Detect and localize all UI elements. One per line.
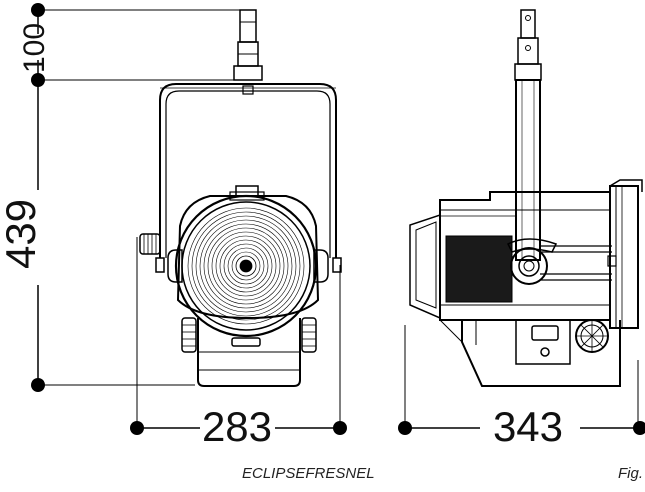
- vertical-dimension-lines: [31, 3, 240, 392]
- side-grille: [445, 235, 513, 303]
- side-lower-box: [439, 319, 621, 387]
- side-spigot: [514, 9, 542, 81]
- dimension-dot-top: [31, 3, 45, 17]
- dimension-front-width: 283: [202, 403, 272, 450]
- dimension-dot-side-left: [398, 421, 412, 435]
- model-caption: ECLIPSEFRESNEL: [242, 465, 375, 482]
- fresnel-lens: [174, 194, 318, 338]
- front-spigot: [233, 9, 263, 95]
- side-rotary-knob: [575, 319, 609, 353]
- front-yoke: [159, 83, 337, 258]
- front-tilt-knob: [139, 233, 161, 255]
- dimension-dot-mid: [31, 73, 45, 87]
- front-width-dimension-lines: [130, 237, 347, 435]
- side-depth-dimension-lines: [398, 325, 645, 435]
- dimension-side-depth: 343: [493, 403, 563, 450]
- front-lower-knobs: [181, 317, 317, 353]
- figure-caption: Fig.: [618, 465, 643, 482]
- side-view: [409, 9, 643, 387]
- front-view: [139, 9, 342, 387]
- dimension-body-height: 439: [0, 199, 44, 269]
- dimension-dot-side-right: [633, 421, 645, 435]
- dimension-mount-height: 100: [18, 23, 51, 73]
- dimension-dot-front-left: [130, 421, 144, 435]
- side-yoke-pivot: [506, 238, 558, 285]
- dimension-dot-front-right: [333, 421, 347, 435]
- side-front-frame: [607, 179, 643, 329]
- dimension-dot-bottom: [31, 378, 45, 392]
- side-yoke-arm: [515, 79, 541, 261]
